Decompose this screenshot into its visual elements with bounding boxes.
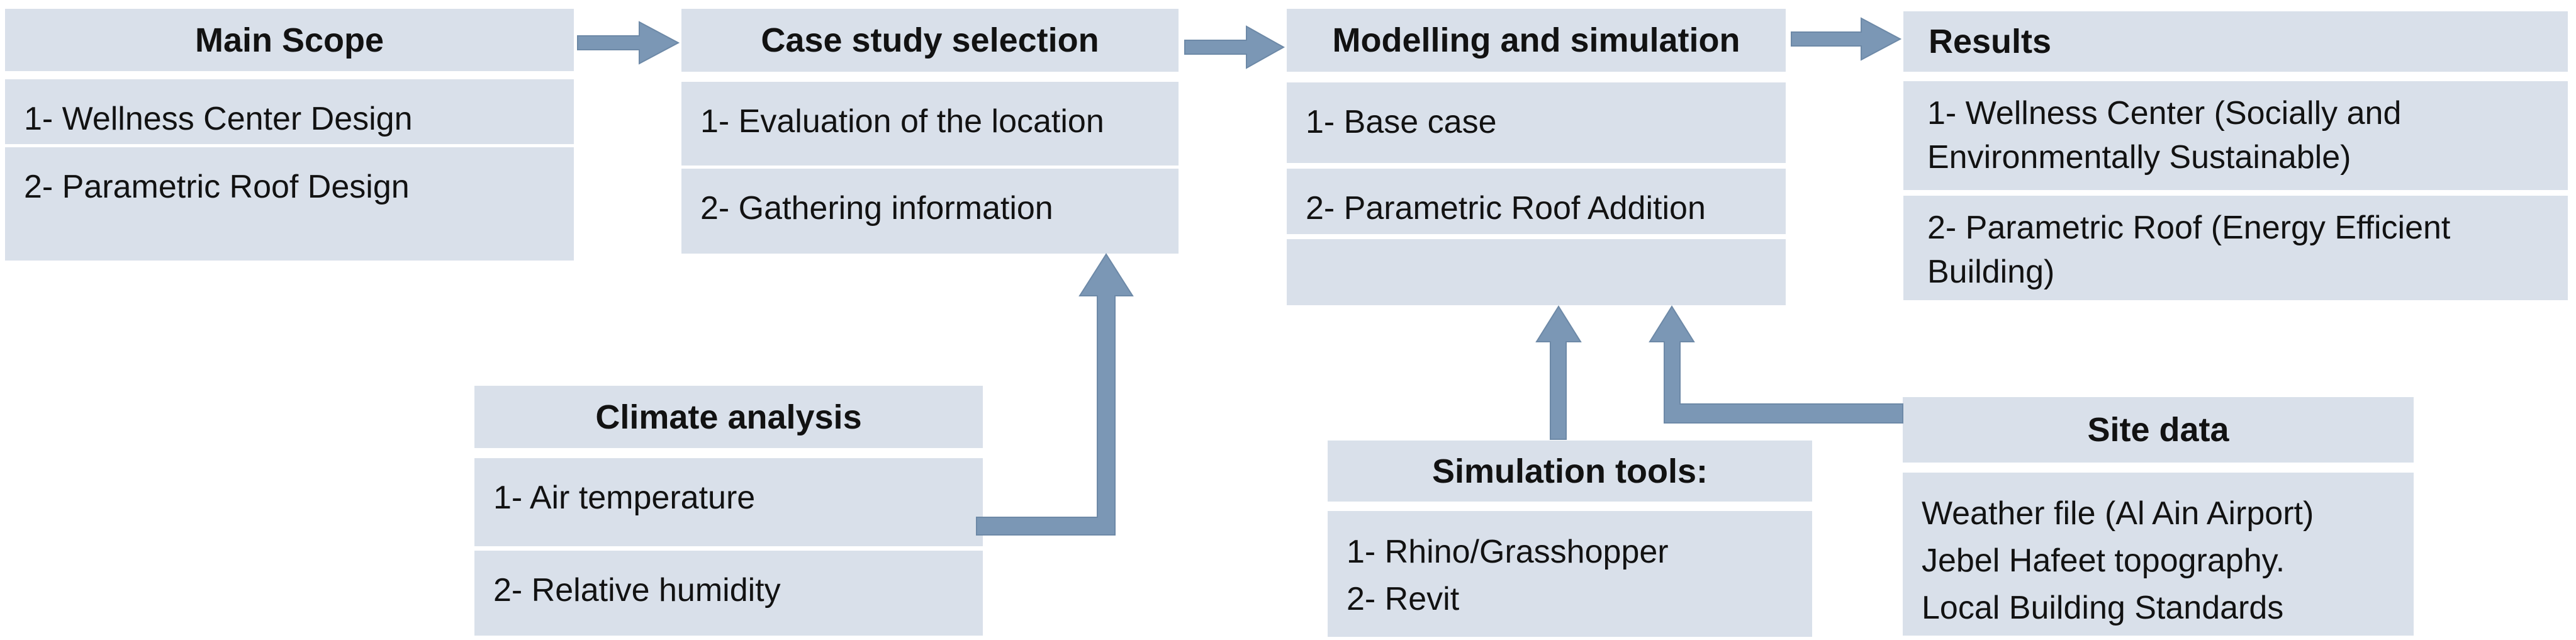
modelling-item-2: 2- Parametric Roof Addition	[1287, 169, 1786, 234]
modelling-item-1: 1- Base case	[1287, 82, 1786, 163]
site-data-list: Weather file (Al Ain Airport) Jebel Hafe…	[1903, 473, 2414, 636]
site-data-header: Site data	[1903, 397, 2414, 463]
climate-analysis-header: Climate analysis	[474, 386, 983, 448]
simulation-tools-list: 1- Rhino/Grasshopper 2- Revit	[1328, 511, 1812, 637]
climate-item-2: 2- Relative humidity	[474, 551, 983, 636]
modelling-header: Modelling and simulation	[1287, 9, 1786, 72]
arrow-modelling-to-results-icon	[1791, 17, 1902, 61]
main-scope-item-1: 1- Wellness Center Design	[5, 79, 574, 144]
modelling-item-3-empty	[1287, 239, 1786, 305]
simulation-tools-header: Simulation tools:	[1328, 441, 1812, 502]
arrow-case-study-to-modelling-icon	[1184, 25, 1285, 69]
results-item-1: 1- Wellness Center (Socially and Environ…	[1903, 81, 2568, 190]
arrow-climate-to-case-study-icon	[976, 253, 1134, 536]
results-header: Results	[1903, 11, 2568, 72]
case-study-header: Case study selection	[681, 9, 1179, 72]
simulation-tools-item-2: 2- Revit	[1347, 580, 1460, 617]
arrow-sitedata-to-modelling-icon	[1649, 305, 1903, 424]
case-study-item-1: 1- Evaluation of the location	[681, 82, 1179, 166]
main-scope-item-2: 2- Parametric Roof Design	[5, 147, 574, 261]
simulation-tools-item-1: 1- Rhino/Grasshopper	[1347, 534, 1669, 570]
climate-item-1: 1- Air temperature	[474, 458, 983, 546]
results-item-2: 2- Parametric Roof (Energy Efficient Bui…	[1903, 196, 2568, 300]
arrow-simtools-to-modelling-icon	[1535, 305, 1582, 440]
site-data-item-3: Local Building Standards	[1922, 589, 2284, 626]
main-scope-header: Main Scope	[5, 9, 574, 71]
arrow-main-to-case-study-icon	[577, 21, 680, 65]
site-data-item-2: Jebel Hafeet topography.	[1922, 542, 2285, 579]
case-study-item-2: 2- Gathering information	[681, 169, 1179, 254]
site-data-item-1: Weather file (Al Ain Airport)	[1922, 495, 2314, 532]
